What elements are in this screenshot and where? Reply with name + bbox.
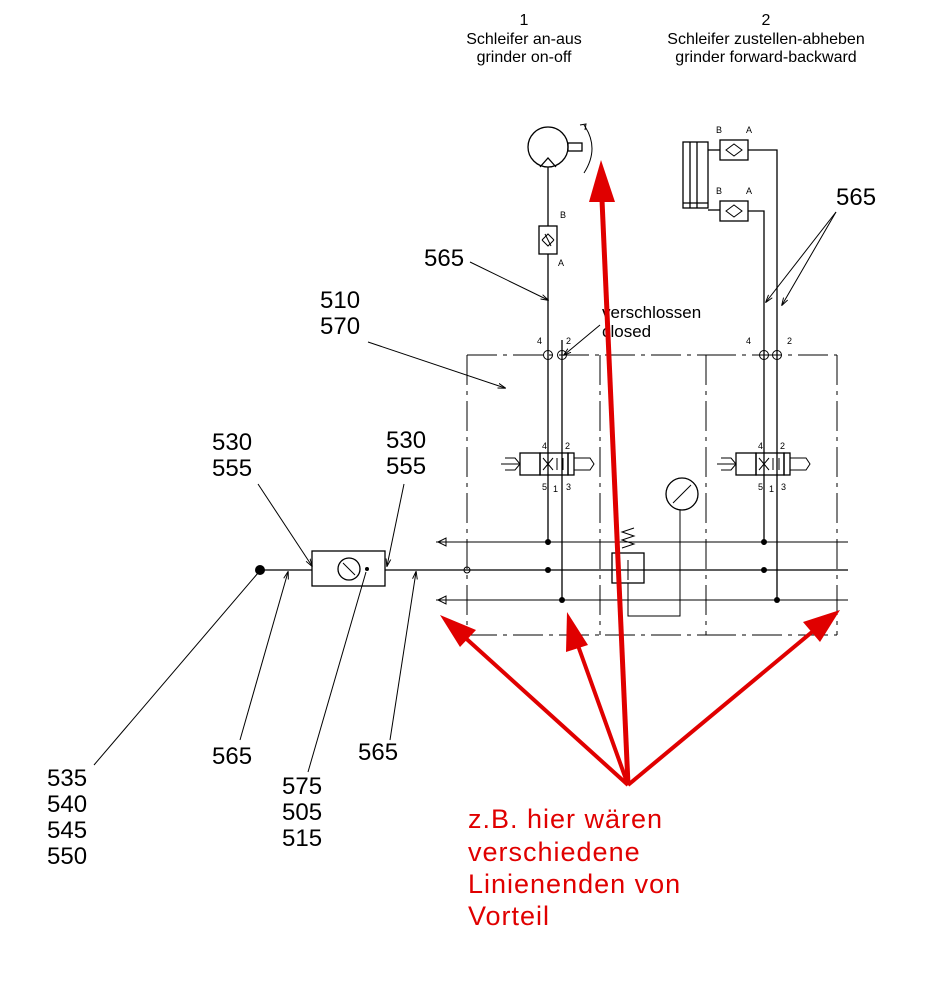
v2-port-1: 1 bbox=[769, 484, 774, 494]
callout-555-right: 555 bbox=[386, 453, 426, 480]
cyl1-port-a: A bbox=[746, 125, 752, 135]
v1-port-1: 1 bbox=[553, 484, 558, 494]
note-line-2: verschiedene bbox=[468, 837, 641, 867]
callout-530-right: 530 bbox=[386, 427, 426, 454]
v2-port-2: 2 bbox=[780, 441, 785, 451]
filter-regulator-unit bbox=[311, 550, 386, 587]
callout-565-motor: 565 bbox=[424, 245, 464, 272]
pressure-gauge-icon bbox=[665, 477, 699, 511]
manifold-block-2 bbox=[705, 354, 838, 636]
directional-valve-2: 4 2 5 1 3 bbox=[717, 441, 811, 494]
header-2-line-de: Schleifer zustellen-abheben bbox=[667, 31, 864, 48]
v2-top-port-2: 2 bbox=[787, 336, 792, 346]
directional-valve-1: 4 2 5 1 3 bbox=[501, 441, 595, 494]
v1-port-2: 2 bbox=[565, 441, 570, 451]
cyl2-port-a: A bbox=[746, 186, 752, 196]
cylinder-flow-control-1: B A bbox=[716, 125, 752, 161]
v1-top-port-2: 2 bbox=[566, 336, 571, 346]
v2-port-4: 4 bbox=[758, 441, 763, 451]
callout-505: 505 bbox=[282, 799, 322, 826]
note-line-1: z.B. hier wären bbox=[468, 804, 663, 834]
callout-570: 570 bbox=[320, 313, 360, 340]
callout-565-right: 565 bbox=[358, 739, 398, 766]
callout-555-left: 555 bbox=[212, 455, 252, 482]
grinder-motor-symbol bbox=[527, 123, 593, 174]
motor-port-b: B bbox=[560, 210, 566, 220]
label-closed-de: verschlossen bbox=[602, 303, 701, 322]
callout-575: 575 bbox=[282, 773, 322, 800]
valve2-top-ports: 4 2 bbox=[746, 336, 792, 360]
callout-labels: 565 565 510 570 verschlossen closed 530 … bbox=[47, 184, 876, 870]
red-annotation-arrows bbox=[440, 160, 840, 787]
motor-flow-control: B A bbox=[538, 210, 566, 268]
callout-510: 510 bbox=[320, 287, 360, 314]
v1-port-5: 5 bbox=[542, 482, 547, 492]
header-2: 2 Schleifer zustellen-abheben grinder fo… bbox=[667, 12, 864, 66]
note-line-4: Vorteil bbox=[468, 901, 550, 931]
header-1-line-en: grinder on-off bbox=[477, 49, 572, 66]
valve2-line-2 bbox=[748, 149, 778, 600]
callout-515: 515 bbox=[282, 825, 322, 852]
callout-550: 550 bbox=[47, 843, 87, 870]
manifold-lines bbox=[262, 537, 848, 605]
callout-545: 545 bbox=[47, 817, 87, 844]
v1-top-port-4: 4 bbox=[537, 336, 542, 346]
inlet-connector-dot bbox=[255, 565, 265, 575]
cyl2-port-b: B bbox=[716, 186, 722, 196]
callout-530-left: 530 bbox=[212, 429, 252, 456]
manifold-block-1 bbox=[466, 354, 706, 636]
v1-port-4: 4 bbox=[542, 441, 547, 451]
header-1-number: 1 bbox=[520, 12, 529, 29]
callout-535: 535 bbox=[47, 765, 87, 792]
callout-540: 540 bbox=[47, 791, 87, 818]
label-closed-en: closed bbox=[602, 322, 651, 341]
v1-port-3: 3 bbox=[566, 482, 571, 492]
valve2-line-4 bbox=[748, 210, 765, 545]
v2-port-5: 5 bbox=[758, 482, 763, 492]
v2-port-3: 3 bbox=[781, 482, 786, 492]
callout-565-cylinder: 565 bbox=[836, 184, 876, 211]
cylinder-symbol bbox=[682, 141, 720, 211]
red-note: z.B. hier wären verschiedene Linienenden… bbox=[468, 804, 681, 931]
header-1: 1 Schleifer an-aus grinder on-off bbox=[466, 12, 582, 66]
callout-565-left: 565 bbox=[212, 743, 252, 770]
header-2-line-en: grinder forward-backward bbox=[675, 49, 856, 66]
pressure-regulator bbox=[611, 510, 681, 617]
note-line-3: Linienenden von bbox=[468, 869, 681, 899]
leader-lines bbox=[93, 211, 837, 773]
header-2-number: 2 bbox=[762, 12, 771, 29]
valve1-top-ports: 4 2 bbox=[537, 336, 571, 360]
cyl1-port-b: B bbox=[716, 125, 722, 135]
motor-port-a: A bbox=[558, 258, 564, 268]
cylinder-flow-control-2: B A bbox=[716, 186, 752, 222]
v2-top-port-4: 4 bbox=[746, 336, 751, 346]
header-1-line-de: Schleifer an-aus bbox=[466, 31, 582, 48]
